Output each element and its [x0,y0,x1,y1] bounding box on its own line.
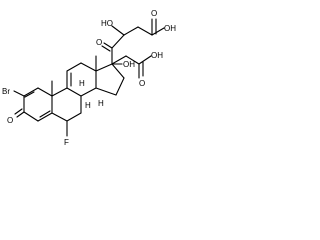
bond-c20-o-double [101,45,111,52]
ring-c [66,62,97,97]
ring-a [23,87,53,122]
bond [23,111,39,122]
atom-oxygen-oxo: O [7,116,13,125]
atom-acid-right-o: O [139,79,145,88]
atom-hydroxy-top: HO [101,19,113,28]
bond-c2-br [13,90,25,97]
bond [37,87,53,97]
bond-c20-c21 [111,34,125,49]
bond [95,87,117,96]
bond-cooh-oh [138,55,152,65]
bond [51,87,68,97]
bond [66,87,82,97]
bond-c17-ch2 [111,55,127,65]
bond-c3-o-double [14,108,23,115]
bond-c23-oh [151,27,165,36]
bond [23,87,39,97]
atom-acid-top-o: O [151,9,157,18]
bond [66,62,82,72]
bond [111,63,125,79]
bond [115,77,125,96]
bond-ch2-cooh [125,55,140,65]
bond-c21-oh [111,25,125,36]
bond [95,63,113,72]
atom-h-9: H [79,79,85,88]
bond-c3-o [16,111,25,118]
atom-bromine: Br [2,87,10,96]
atom-fluorine: F [64,138,69,147]
atom-ketone-o: O [96,38,102,47]
bond [37,112,53,122]
bond [66,112,82,122]
bond [80,62,97,72]
chemical-structure-diagram: Br O F HO OH O O OH O OH H H H [2,9,176,147]
bond-c20-o [103,42,113,49]
bond-double [24,91,35,98]
atom-h-14: H [85,101,91,110]
ring-d [95,63,125,96]
bond [51,112,68,122]
atom-acid-top-oh: OH [164,24,176,33]
bond-c22-c23 [137,26,153,36]
ring-b [51,87,82,122]
bond-c21-c22 [123,26,139,36]
atom-h-8: H [98,99,104,108]
bond-double [39,110,51,118]
atom-acid-right-oh: OH [151,51,163,60]
atom-17-oh: OH [123,60,135,69]
bond [80,87,97,97]
